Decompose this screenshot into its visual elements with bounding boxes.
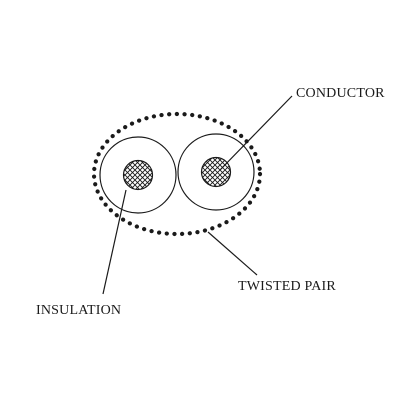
insulation-label: INSULATION	[36, 303, 121, 318]
twisted-pair-leader-line	[207, 231, 258, 276]
twisted-pair-label: TWISTED PAIR	[238, 279, 336, 294]
insulation-leader-line	[102, 189, 127, 295]
twisted-pair-outline	[91, 111, 263, 237]
left-conductor-strands	[122, 159, 154, 191]
conductor-label: CONDUCTOR	[296, 86, 385, 101]
conductor-leader-line	[219, 95, 293, 171]
right-conductor-strands	[200, 156, 232, 188]
